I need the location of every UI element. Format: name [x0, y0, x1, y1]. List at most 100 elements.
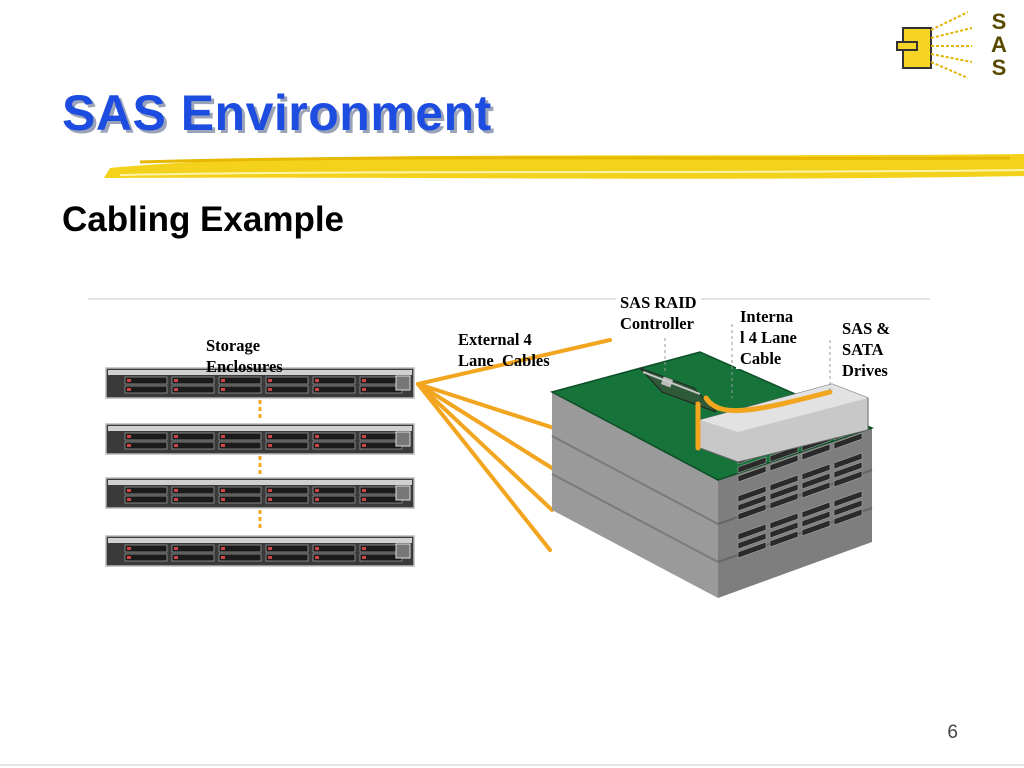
disk-led [174, 379, 178, 382]
disk-led [221, 556, 225, 559]
sas-connector-icon [896, 11, 973, 79]
disk-led [362, 489, 366, 492]
disk-slot [124, 486, 168, 495]
external-cables [416, 338, 612, 552]
storage-enclosures [105, 367, 415, 567]
drive-bay [737, 503, 767, 521]
disk-led [174, 547, 178, 550]
disk-led [315, 435, 319, 438]
drive-bay [801, 472, 831, 490]
disk-slot [218, 486, 262, 495]
disk-led [174, 444, 178, 447]
drive-bay [737, 485, 767, 503]
disk-slot [218, 376, 262, 385]
logo-letter-a: A [991, 32, 1007, 57]
disk-slot [218, 385, 262, 394]
drive-bay [769, 454, 799, 472]
label-raid-controller: SAS RAID Controller [616, 292, 701, 334]
disk-led [315, 444, 319, 447]
disk-led [174, 388, 178, 391]
disk-slot [312, 432, 356, 441]
disk-led [268, 435, 272, 438]
disk-slot [218, 553, 262, 562]
drive-bay [769, 483, 799, 501]
disk-led [315, 556, 319, 559]
disk-slot [312, 385, 356, 394]
disk-led [268, 489, 272, 492]
label-internal-cable: Interna l 4 Lane Cable [736, 306, 801, 369]
disk-slot [265, 376, 309, 385]
slide-title: SAS Environment [62, 85, 492, 141]
internal-cable [695, 389, 833, 451]
disk-led [127, 556, 131, 559]
disk-led [268, 556, 272, 559]
disk-slot [312, 376, 356, 385]
title-underline-brush [104, 154, 1024, 179]
drive-bay [769, 521, 799, 539]
disk-slot [124, 376, 168, 385]
logo-letter-s1: S [991, 9, 1007, 34]
disk-led [127, 435, 131, 438]
drive-bay [737, 523, 767, 541]
disk-led [315, 379, 319, 382]
rack-enclosure [105, 535, 415, 567]
disk-slot [265, 486, 309, 495]
disk-led [268, 547, 272, 550]
disk-led [174, 556, 178, 559]
disk-led [362, 498, 366, 501]
disk-led [315, 547, 319, 550]
leader-lines [664, 324, 831, 398]
disk-slot [265, 385, 309, 394]
drive-bay [801, 510, 831, 528]
rack-enclosure [105, 477, 415, 530]
disk-led [362, 435, 366, 438]
raid-controller-card [639, 367, 717, 413]
disk-led [268, 444, 272, 447]
disk-led [221, 379, 225, 382]
disk-led [221, 489, 225, 492]
disk-slot [265, 441, 309, 450]
disk-led [362, 556, 366, 559]
slide-subtitle: Cabling Example [62, 200, 345, 239]
rack-enclosure [105, 423, 415, 476]
drive-bay [833, 508, 863, 526]
drive-bay [833, 452, 863, 470]
drive-bay [801, 501, 831, 519]
disk-slot [171, 432, 215, 441]
disk-slot [312, 553, 356, 562]
disk-slot [124, 544, 168, 553]
disk-slot [171, 385, 215, 394]
drive-bay [737, 465, 767, 483]
disk-slot [124, 432, 168, 441]
drive-bay [737, 494, 767, 512]
disk-led [315, 498, 319, 501]
disk-slot [312, 544, 356, 553]
disk-led [362, 547, 366, 550]
drive-bay [801, 463, 831, 481]
disk-slot [171, 553, 215, 562]
disk-slot [218, 441, 262, 450]
disk-led [362, 379, 366, 382]
disk-led [127, 444, 131, 447]
disk-led [127, 489, 131, 492]
drive-bay [737, 541, 767, 559]
drive-bay [769, 492, 799, 510]
disk-led [315, 489, 319, 492]
label-storage-enclosures: Storage Enclosures [206, 336, 283, 376]
disk-led [174, 489, 178, 492]
drive-bay [801, 519, 831, 537]
drive-bay [737, 532, 767, 550]
drive-bay [833, 499, 863, 517]
disk-slot [265, 544, 309, 553]
drive-bay [833, 490, 863, 508]
drive-bay [833, 470, 863, 488]
rack-enclosure [105, 367, 415, 420]
disk-slot [218, 495, 262, 504]
disk-slot [171, 544, 215, 553]
label-drives: SAS & SATA Drives [838, 318, 895, 381]
disk-slot [312, 441, 356, 450]
disk-led [315, 388, 319, 391]
drive-bay [833, 461, 863, 479]
disk-led [221, 444, 225, 447]
